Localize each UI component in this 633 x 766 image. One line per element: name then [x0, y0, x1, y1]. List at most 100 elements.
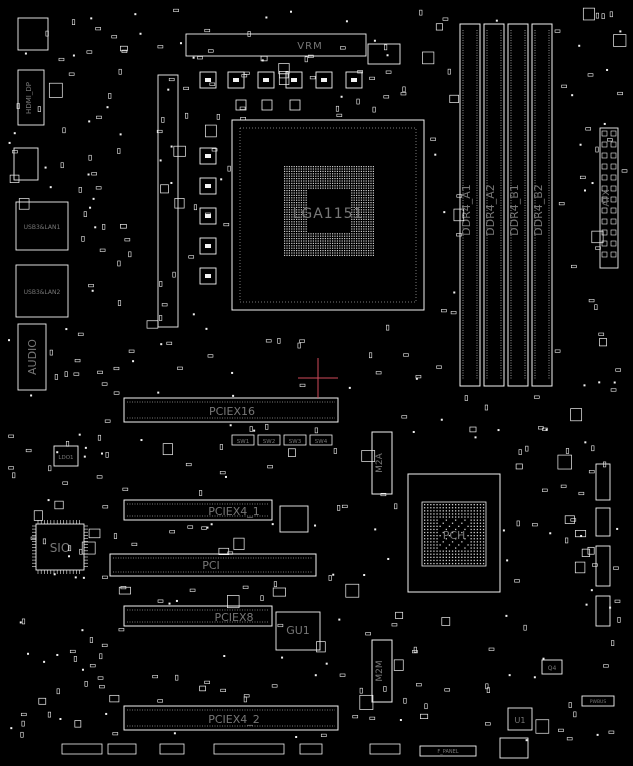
- lga-pad: [320, 242, 322, 244]
- smd-ic: [119, 224, 127, 229]
- atx-pin: [610, 163, 617, 170]
- pciex4-2-slot: [123, 705, 339, 731]
- lga-pad: [358, 190, 360, 192]
- lga-pad: [360, 228, 362, 230]
- smd-passive: [73, 372, 80, 376]
- lga-pad: [351, 187, 353, 189]
- smd-passive: [337, 505, 341, 511]
- lga-pad: [353, 211, 355, 213]
- lga-pad: [317, 166, 319, 168]
- lga-pad: [303, 252, 305, 254]
- usb-lan2-label: USB3&LAN2: [24, 289, 61, 296]
- lga-pad: [370, 233, 372, 235]
- pch-pad: [479, 519, 482, 521]
- smd-passive: [88, 284, 94, 288]
- pch-pad: [461, 513, 463, 515]
- smd-via: [596, 733, 599, 736]
- lga-pad: [351, 166, 353, 168]
- lga-pad: [346, 178, 348, 180]
- pch-pad: [473, 516, 475, 518]
- lga-pad: [372, 218, 374, 220]
- lga-pad: [300, 199, 302, 201]
- smd-ic: [162, 443, 173, 456]
- lga-pad: [300, 180, 302, 182]
- smd-via: [157, 391, 160, 394]
- pch-pad: [476, 541, 478, 543]
- lga-pad: [365, 209, 367, 211]
- lga-pad: [365, 233, 367, 235]
- pch-pad: [433, 541, 435, 543]
- pch-pad: [476, 516, 478, 518]
- smd-via: [613, 381, 616, 384]
- lga-pad: [360, 250, 362, 252]
- lga-pad: [356, 216, 358, 218]
- pch-pad: [482, 507, 485, 509]
- lga-pad: [296, 247, 298, 249]
- lga-pad: [293, 228, 295, 230]
- lga-pad: [303, 247, 305, 249]
- lga-pad: [360, 178, 362, 180]
- lga-pad: [363, 190, 365, 192]
- lga-pad: [332, 252, 334, 254]
- vrm-choke-core: [351, 78, 357, 82]
- lga-pad: [291, 202, 293, 204]
- lga-pad: [351, 197, 353, 199]
- lga-pad: [315, 247, 317, 249]
- atx-connector: [599, 127, 619, 269]
- smd-passive: [37, 106, 41, 112]
- smd-passive: [595, 246, 601, 250]
- lga-pad: [365, 194, 367, 196]
- lga-pad: [286, 254, 288, 256]
- smd-via: [332, 573, 335, 576]
- lga-pad: [363, 185, 365, 187]
- lga-pad: [346, 242, 348, 244]
- lga-pad: [356, 245, 358, 247]
- lga-pad: [334, 245, 336, 247]
- lga-pad: [329, 240, 331, 242]
- lga-pad: [305, 175, 307, 177]
- smd-via: [87, 173, 90, 176]
- smd-ic: [48, 82, 63, 98]
- lga-pad: [360, 173, 362, 175]
- lga-pad: [324, 175, 326, 177]
- lga-pad: [293, 204, 295, 206]
- lga-pad: [286, 209, 288, 211]
- smd-via: [92, 197, 95, 200]
- pch-pad: [455, 504, 457, 506]
- smd-passive: [112, 732, 119, 736]
- pch-pad: [424, 510, 426, 512]
- lga-pad: [293, 221, 295, 223]
- pch-pad: [424, 525, 426, 527]
- lga-pad: [284, 209, 286, 211]
- lga-pad: [298, 221, 300, 223]
- smd-via: [387, 557, 390, 560]
- smd-via: [83, 455, 86, 458]
- pch-pad: [439, 513, 441, 515]
- lga-pad: [346, 173, 348, 175]
- lga-pad: [327, 252, 329, 254]
- lga-pad: [320, 235, 322, 237]
- lga-pad: [293, 235, 295, 237]
- smd-passive: [117, 260, 121, 267]
- pch-pad: [461, 531, 463, 534]
- pch-pad: [455, 556, 457, 558]
- lga-pad: [372, 199, 374, 201]
- lga-pad: [344, 245, 346, 247]
- vrm-heatsink-label: VRM: [297, 41, 322, 52]
- pch-pad: [424, 504, 426, 506]
- lga-pad: [300, 233, 302, 235]
- lga-pad: [296, 209, 298, 211]
- pch-pad: [424, 550, 426, 552]
- lga-pad: [356, 226, 358, 228]
- atx-pin: [601, 207, 608, 214]
- lga-pad: [305, 242, 307, 244]
- lga-pad: [353, 226, 355, 228]
- pch-pad: [473, 519, 475, 521]
- lga-pad: [312, 235, 314, 237]
- lga-pad: [353, 178, 355, 180]
- pch-pad: [436, 507, 438, 509]
- lga-pad: [300, 240, 302, 242]
- smd-passive: [84, 681, 88, 687]
- pch-pad: [424, 547, 426, 549]
- lga-pad: [300, 218, 302, 220]
